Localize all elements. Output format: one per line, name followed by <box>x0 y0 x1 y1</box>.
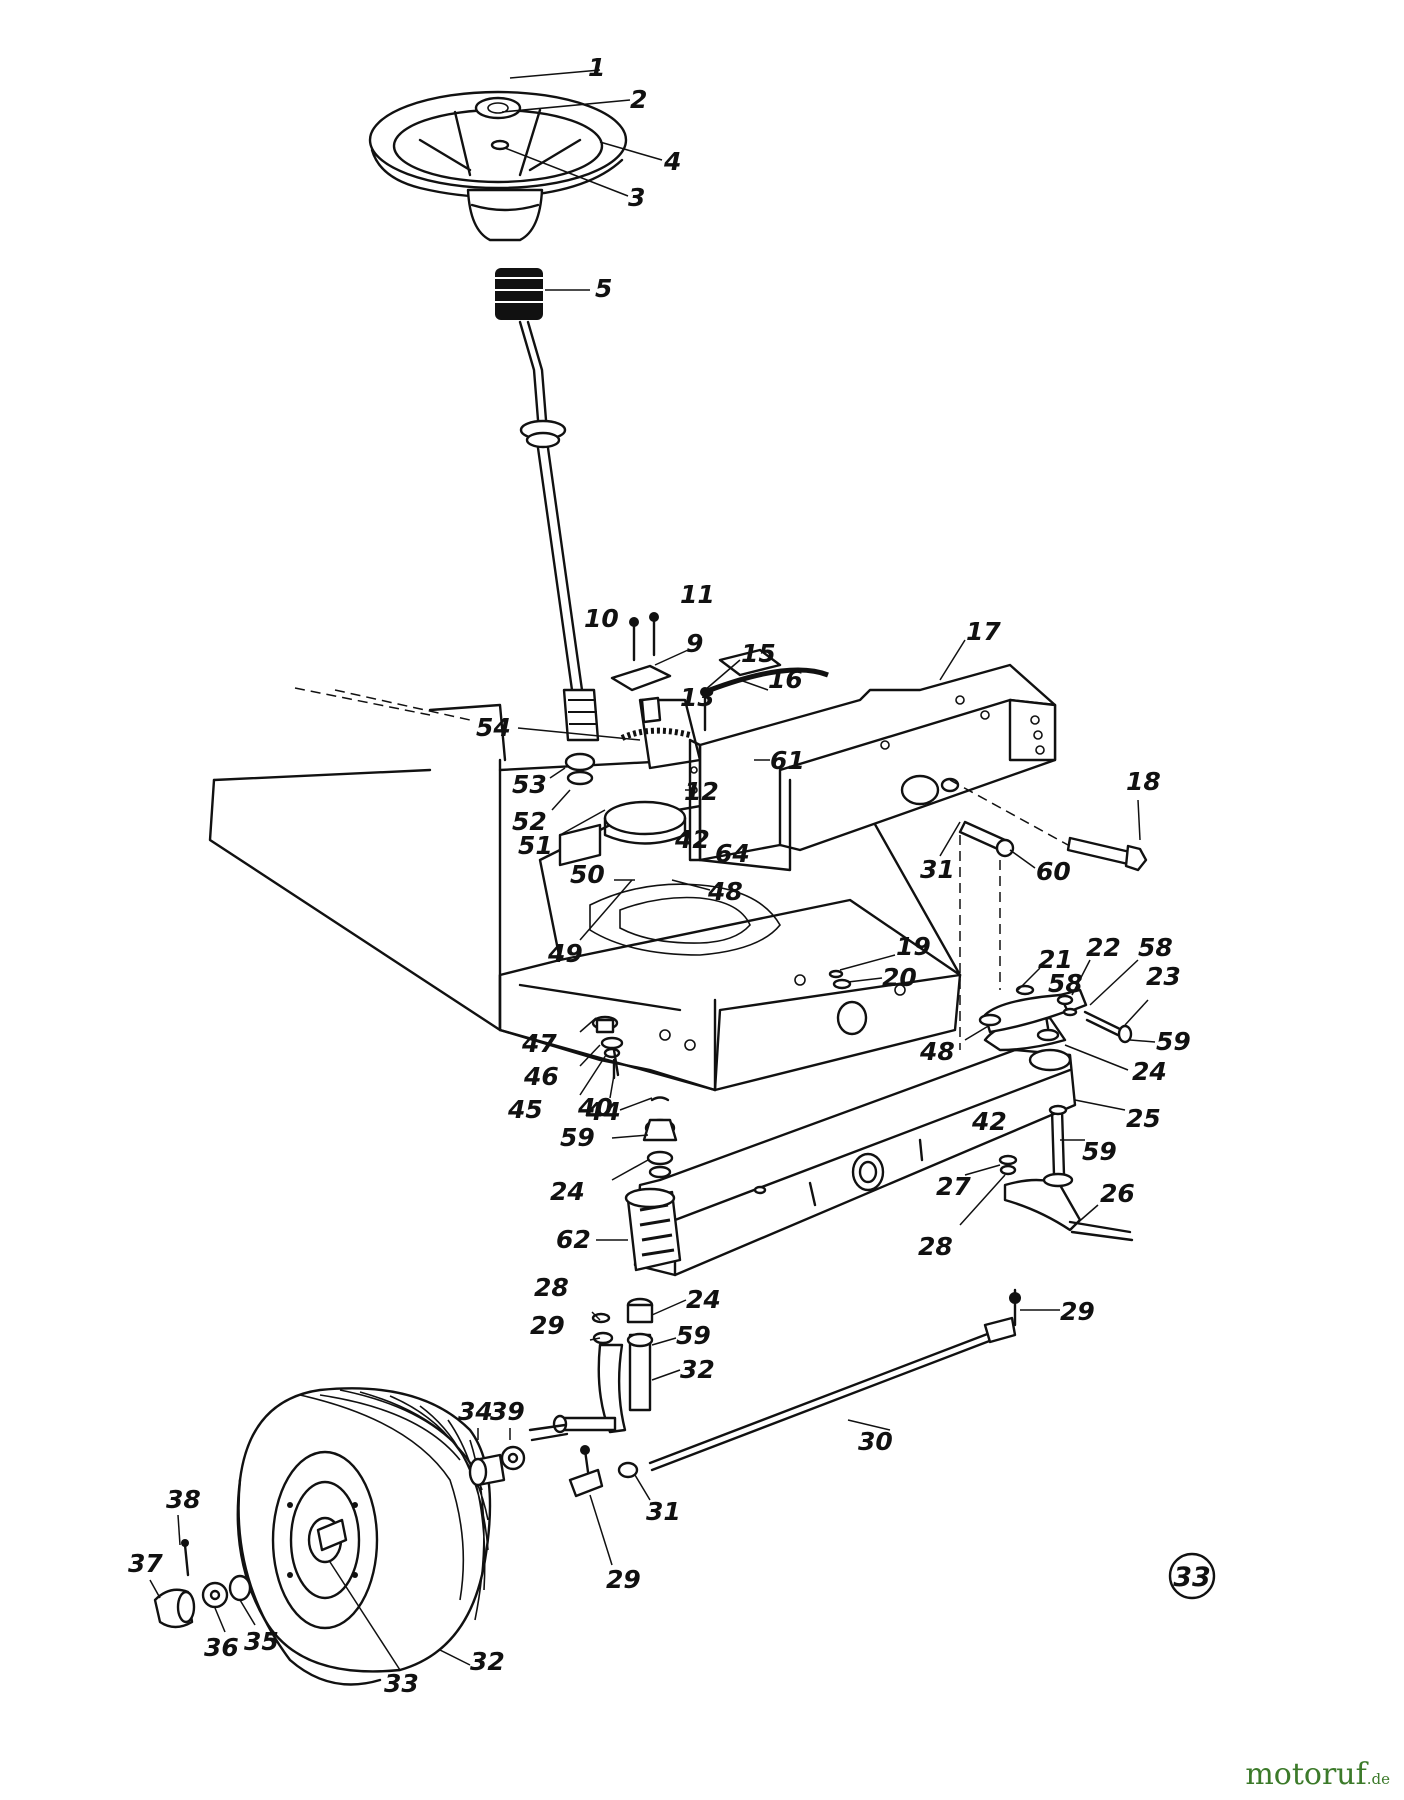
callout-31a: 31 <box>920 855 955 884</box>
callout-42a: 42 <box>674 825 710 854</box>
callout-61: 61 <box>770 746 805 775</box>
callout-4: 4 <box>663 147 681 176</box>
callout-labels: 1 2 3 4 5 10 11 9 13 12 15 16 17 18 61 3… <box>128 53 1191 1698</box>
steering-wheel <box>368 90 628 242</box>
callout-26: 26 <box>1100 1179 1135 1208</box>
callout-62: 62 <box>556 1225 591 1254</box>
callout-23: 23 <box>1146 962 1181 991</box>
callout-24b: 24 <box>550 1177 585 1206</box>
callout-48: 48 <box>919 1037 955 1066</box>
callout-38: 38 <box>166 1485 201 1514</box>
callout-33: 32 <box>470 1647 505 1676</box>
callout-25: 25 <box>1126 1104 1161 1133</box>
callout-59a: 59 <box>1156 1027 1191 1056</box>
callout-54: 54 <box>476 713 511 742</box>
callout-59d: 59 <box>676 1321 711 1350</box>
front-axle <box>633 1008 1077 1277</box>
axle-support-bracket <box>688 648 1057 872</box>
callout-36: 36 <box>204 1633 239 1662</box>
bolt-18 <box>949 779 1148 872</box>
callout-53: 53 <box>512 770 547 799</box>
callout-1: 1 <box>588 53 605 82</box>
tie-rod-end-60 <box>958 820 1015 1050</box>
left-tie-rod-end <box>568 1445 639 1498</box>
plate-number-badge: 33 <box>1168 1552 1216 1600</box>
callout-64: 64 <box>715 839 750 868</box>
callout-22: 22 <box>1086 933 1121 962</box>
front-wheel <box>236 1387 492 1686</box>
callout-13: 13 <box>680 683 715 712</box>
callout-42b: 42 <box>971 1107 1007 1136</box>
callout-59b: 59 <box>1082 1137 1117 1166</box>
callout-35a: 34 <box>458 1397 493 1426</box>
callout-10: 10 <box>584 604 619 633</box>
callout-27b: 28 <box>534 1273 569 1302</box>
axle-spacers <box>468 1423 569 1487</box>
callout-17: 17 <box>966 617 1001 646</box>
callout-19: 19 <box>896 932 931 961</box>
callout-50: 50 <box>570 860 605 889</box>
callout-9: 9 <box>686 629 703 658</box>
callout-30: 30 <box>858 1427 893 1456</box>
spindle-housing <box>624 1187 682 1272</box>
plate-number: 33 <box>1173 1562 1211 1593</box>
callout-28a: 28 <box>918 1232 953 1261</box>
right-spindle <box>998 1104 1134 1242</box>
callout-20: 20 <box>882 963 917 992</box>
callout-5: 5 <box>595 274 612 303</box>
callout-21: 21 <box>1038 945 1073 974</box>
callout-24c: 24 <box>686 1285 721 1314</box>
callout-2: 2 <box>630 85 647 114</box>
callout-31b: 31 <box>646 1497 681 1526</box>
callout-40: 40 <box>577 1093 613 1122</box>
callout-51: 51 <box>518 831 553 860</box>
callout-49: 49 <box>547 939 583 968</box>
left-spindle <box>552 1297 654 1434</box>
steering-plate-hardware <box>610 612 710 732</box>
callout-28b: 29 <box>530 1311 565 1340</box>
callout-52: 52 <box>512 807 547 836</box>
callout-16: 16 <box>768 665 803 694</box>
callout-29a: 29 <box>1060 1297 1095 1326</box>
callout-32: 32 <box>680 1355 715 1384</box>
callout-34: 33 <box>384 1669 419 1698</box>
callout-43: 44 <box>585 1097 621 1126</box>
callout-59c: 59 <box>560 1123 595 1152</box>
watermark-text: motoruf <box>1245 1757 1367 1792</box>
tie-rod <box>648 1288 1021 1472</box>
callout-12: 12 <box>684 777 719 806</box>
steering-shaft <box>518 320 600 742</box>
callout-58a: 58 <box>1048 969 1083 998</box>
wheel-cap-hardware <box>153 1539 252 1629</box>
left-kingpin-hardware <box>591 1015 678 1179</box>
callout-39: 39 <box>490 1397 525 1426</box>
watermark-suffix: .de <box>1366 1770 1390 1788</box>
callout-47: 48 <box>707 877 743 906</box>
callout-3: 3 <box>628 183 645 212</box>
steering-bracket <box>558 698 702 867</box>
callout-15: 15 <box>741 639 776 668</box>
callout-58b: 58 <box>1138 933 1173 962</box>
callout-11: 11 <box>680 580 715 609</box>
callout-60: 60 <box>1036 857 1071 886</box>
frame-bolts <box>612 969 852 1077</box>
steering-arm <box>978 984 1133 1044</box>
callout-37: 37 <box>128 1549 163 1578</box>
callout-24a: 24 <box>1132 1057 1167 1086</box>
callout-29b: 29 <box>606 1565 641 1594</box>
callout-44: 45 <box>507 1095 543 1124</box>
callout-18: 18 <box>1126 767 1161 796</box>
callout-45: 46 <box>523 1062 559 1091</box>
callout-46: 47 <box>521 1029 557 1058</box>
steering-spring <box>495 268 543 320</box>
callout-27a: 27 <box>936 1172 971 1201</box>
watermark-logo: motoruf.de <box>1245 1757 1390 1792</box>
callout-35b: 35 <box>244 1627 279 1656</box>
